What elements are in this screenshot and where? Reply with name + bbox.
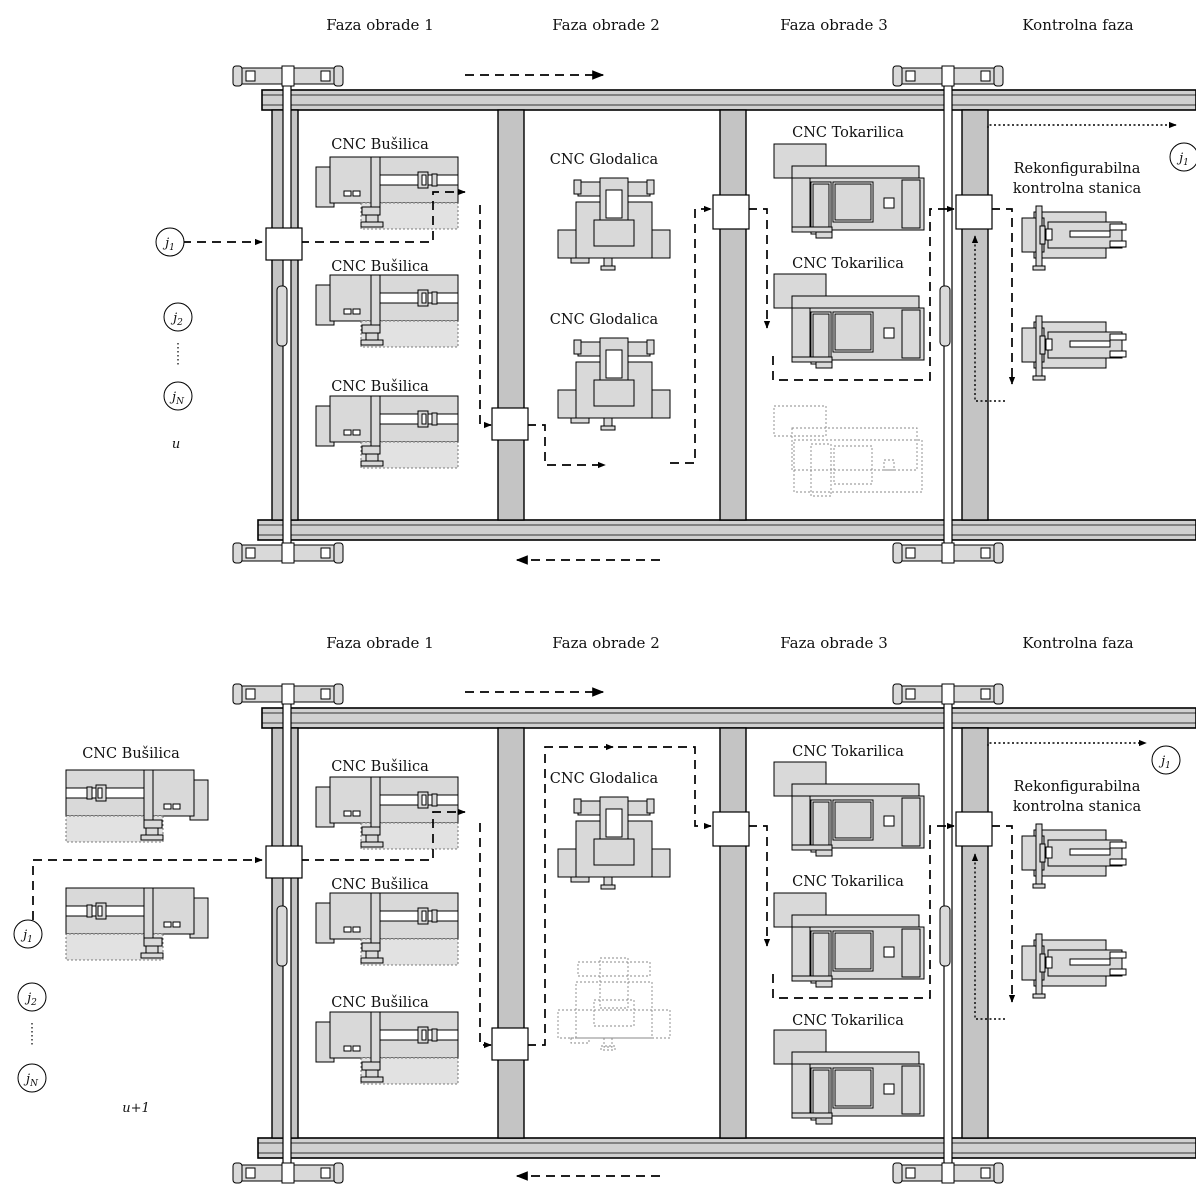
lathe-machine <box>773 1029 925 1125</box>
phase-label-2: Faza obrade 2 <box>552 634 659 652</box>
job-marker: jN <box>163 381 193 411</box>
drill-label: CNC Bušilica <box>331 378 429 395</box>
svg-text:j2: j2 <box>170 311 183 328</box>
phase-label-3: Faza obrade 3 <box>780 16 887 34</box>
job-marker: j2 <box>17 982 47 1012</box>
control-station-label: kontrolna stanica <box>1013 181 1142 197</box>
conveyor-frame <box>257 687 1196 1179</box>
control-phase-label: Kontrolna faza <box>1022 634 1133 652</box>
lathe-label: CNC Tokarilica <box>792 744 904 760</box>
drill-label: CNC Bušilica <box>331 994 429 1011</box>
lathe-label: CNC Tokarilica <box>792 125 904 141</box>
mill-machine <box>557 177 671 271</box>
period-label: u+1 <box>122 1101 150 1116</box>
mill-machine <box>557 796 671 890</box>
mill-label: CNC Glodalica <box>550 771 659 787</box>
drill-machine <box>315 892 459 966</box>
drill-label: CNC Bušilica <box>331 876 429 893</box>
control-station <box>1021 315 1127 381</box>
mill-label: CNC Glodalica <box>550 152 659 168</box>
svg-text:j2: j2 <box>24 991 37 1008</box>
panel-u: Faza obrade 1 Faza obrade 2 Faza obrade … <box>155 16 1196 565</box>
job-marker: j2 <box>163 302 193 332</box>
lathe-label: CNC Tokarilica <box>792 256 904 272</box>
job-marker: j1 <box>155 227 185 257</box>
phase-label-2: Faza obrade 2 <box>552 16 659 34</box>
control-station <box>1021 205 1127 271</box>
control-station-label: Rekonfigurabilna <box>1014 779 1141 795</box>
material-flow <box>32 687 1147 1181</box>
period-label: u <box>172 437 180 452</box>
lathe-machine <box>773 761 925 857</box>
job-marker-output: j1 <box>1169 142 1196 172</box>
drill-label: CNC Bušilica <box>331 136 429 153</box>
material-flow <box>182 70 1177 565</box>
drill-label-outside: CNC Bušilica <box>82 745 180 762</box>
drill-machine <box>315 156 459 230</box>
control-station-label: kontrolna stanica <box>1013 799 1142 815</box>
svg-text:jN: jN <box>169 390 185 407</box>
lathe-label: CNC Tokarilica <box>792 1013 904 1029</box>
drill-machine-outside <box>65 887 209 961</box>
lathe-machine <box>773 273 925 369</box>
job-marker-output: j1 <box>1151 745 1181 775</box>
lathe-label: CNC Tokarilica <box>792 874 904 890</box>
svg-text:jN: jN <box>23 1072 39 1089</box>
control-station-label: Rekonfigurabilna <box>1014 161 1141 177</box>
conveyor-frame <box>257 69 1196 557</box>
svg-text:j1: j1 <box>1158 754 1171 771</box>
removed-mill-placeholder <box>557 957 671 1051</box>
lathe-machine <box>773 143 925 239</box>
drill-machine <box>315 1011 459 1085</box>
phase-label-3: Faza obrade 3 <box>780 634 887 652</box>
control-station <box>1021 933 1127 999</box>
drill-label: CNC Bušilica <box>331 758 429 775</box>
drill-machine <box>315 395 459 469</box>
lathe-machine <box>773 892 925 988</box>
drill-machine <box>315 274 459 348</box>
removed-lathe-placeholder <box>773 405 923 497</box>
job-marker: jN <box>17 1063 47 1093</box>
svg-text:j1: j1 <box>162 236 175 253</box>
phase-label-1: Faza obrade 1 <box>326 634 433 652</box>
drill-machine-outside <box>65 769 209 843</box>
drill-label: CNC Bušilica <box>331 258 429 275</box>
control-phase-label: Kontrolna faza <box>1022 16 1133 34</box>
panel-u-plus-1: Faza obrade 1 Faza obrade 2 Faza obrade … <box>13 634 1196 1184</box>
svg-text:j1: j1 <box>20 928 33 945</box>
mill-machine <box>557 337 671 431</box>
drill-machine <box>315 776 459 850</box>
mill-label: CNC Glodalica <box>550 312 659 328</box>
svg-text:j1: j1 <box>1176 151 1189 168</box>
control-station <box>1021 823 1127 889</box>
phase-label-1: Faza obrade 1 <box>326 16 433 34</box>
job-marker: j1 <box>13 919 43 949</box>
